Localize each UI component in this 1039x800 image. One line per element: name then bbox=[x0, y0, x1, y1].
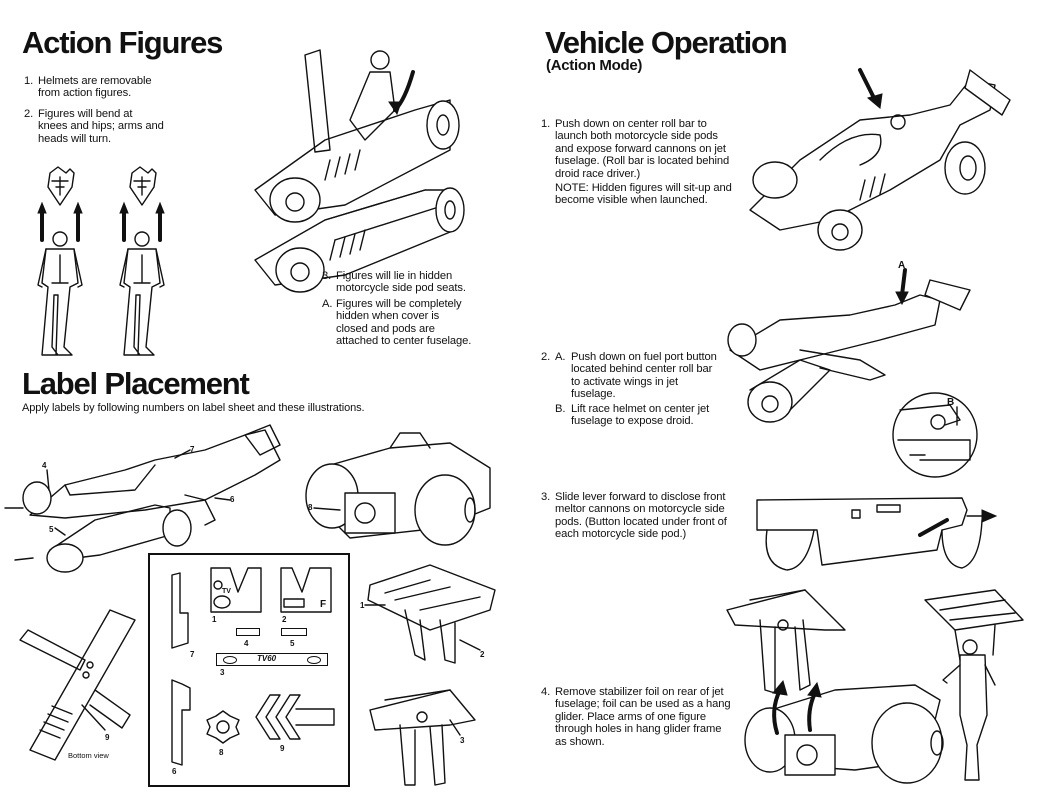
sticker-8 bbox=[206, 710, 240, 744]
callout-1: 1 bbox=[360, 601, 365, 610]
callout-5: 5 bbox=[49, 525, 54, 534]
step-3: 3. Slide lever forward to disclose front… bbox=[541, 491, 741, 549]
action-figures-list: 1. Helmets are removable from action fig… bbox=[24, 75, 184, 153]
stabilizer-foil-bottom-diagram: 3 bbox=[360, 685, 500, 790]
item-number: 1. bbox=[24, 75, 34, 87]
sticker-5-number: 5 bbox=[290, 639, 295, 648]
step-1: 1. Push down on center roll bar to launc… bbox=[541, 118, 736, 207]
racer-front-diagram: 8 bbox=[290, 428, 500, 548]
sticker-8-number: 8 bbox=[219, 748, 224, 757]
sticker-3-text: TV60 bbox=[257, 654, 277, 663]
action-figures-title: Action Figures bbox=[22, 25, 223, 60]
sticker-2-number: 2 bbox=[282, 615, 287, 624]
callout-6: 6 bbox=[230, 495, 235, 504]
vehicle-operation-subtitle: (Action Mode) bbox=[546, 57, 643, 74]
step-sub-text: Push down on fuel port button located be… bbox=[571, 351, 717, 401]
sticker-2 bbox=[280, 567, 332, 613]
callout-7: 7 bbox=[190, 445, 195, 454]
callout-2: 2 bbox=[480, 650, 485, 659]
step-4: 4. Remove stabilizer foil on rear of jet… bbox=[541, 686, 741, 756]
sticker-6 bbox=[170, 680, 192, 765]
item-text: Figures will lie in hidden motorcycle si… bbox=[336, 270, 466, 295]
open-side-pod bbox=[255, 50, 459, 222]
step-sub-letter: B. bbox=[555, 402, 566, 415]
callout-9: 9 bbox=[105, 733, 110, 742]
label-placement-title: Label Placement bbox=[22, 366, 250, 401]
step-text: Push down on center roll bar to launch b… bbox=[555, 118, 730, 180]
step-3-row: 3. Slide lever forward to disclose front… bbox=[541, 491, 741, 541]
item-text: Figures will be completely hidden when c… bbox=[336, 297, 472, 348]
diagram-label-a: A bbox=[898, 260, 905, 271]
sticker-1-number: 1 bbox=[212, 615, 217, 624]
step-text: Slide lever forward to disclose front me… bbox=[555, 491, 727, 541]
step-2-a-row: 2. A. Push down on fuel port button loca… bbox=[541, 351, 731, 401]
meltor-cannon-diagram bbox=[752, 490, 1012, 575]
sticker-5 bbox=[281, 628, 307, 636]
figure-hang-gliding bbox=[925, 590, 1023, 780]
label-sheet: 7 TV 1 F 2 4 5 TV60 3 6 bbox=[148, 553, 350, 787]
list-item: 1. Helmets are removable from action fig… bbox=[24, 75, 184, 100]
side-pods-notes: 3. Figures will lie in hidden motorcycle… bbox=[322, 270, 482, 355]
bottom-view-caption: Bottom view bbox=[68, 751, 109, 760]
step-2: 2. A. Push down on fuel port button loca… bbox=[541, 351, 731, 427]
sticker-9 bbox=[256, 693, 336, 741]
step-4-row: 4. Remove stabilizer foil on rear of jet… bbox=[541, 686, 741, 748]
item-number: 3. bbox=[322, 270, 332, 282]
sticker-7-number: 7 bbox=[190, 650, 195, 659]
step-number: 2. bbox=[541, 351, 551, 363]
wings-activation-diagram: A B bbox=[720, 260, 1030, 480]
sticker-1 bbox=[210, 567, 262, 613]
racer-action-mode-diagram bbox=[740, 60, 1020, 250]
step-body: Push down on center roll bar to launch b… bbox=[555, 118, 735, 207]
figure-right bbox=[120, 167, 164, 355]
removed-foil bbox=[727, 590, 845, 693]
closed-side-pod bbox=[255, 188, 464, 292]
item-text: Helmets are removable from action figure… bbox=[38, 75, 152, 100]
sticker-7 bbox=[170, 573, 190, 648]
sticker-9-number: 9 bbox=[280, 744, 285, 753]
sticker-6-number: 6 bbox=[172, 767, 177, 776]
vehicle-with-arrows bbox=[745, 681, 943, 783]
step-text: Remove stabilizer foil on rear of jet fu… bbox=[555, 686, 731, 748]
step-1-row: 1. Push down on center roll bar to launc… bbox=[541, 118, 736, 207]
side-pods-illustration bbox=[245, 40, 475, 280]
hang-glider-diagram bbox=[715, 585, 1035, 795]
callout-8: 8 bbox=[308, 503, 313, 512]
callout-3: 3 bbox=[460, 736, 465, 745]
step-sub-letter: A. bbox=[555, 351, 566, 363]
item-number: 2. bbox=[24, 107, 34, 120]
item-text: Figures will bend at knees and hips; arm… bbox=[38, 107, 164, 145]
step-note: NOTE: Hidden figures will sit-up and bec… bbox=[555, 182, 732, 207]
action-figures-illustration bbox=[30, 165, 200, 365]
callout-4: 4 bbox=[42, 461, 47, 470]
step-number: 1. bbox=[541, 118, 551, 130]
list-item: A. Figures will be completely hidden whe… bbox=[322, 298, 482, 348]
item-number: A. bbox=[322, 297, 333, 310]
sticker-3-number: 3 bbox=[220, 668, 225, 677]
bottom-view-diagram: 9 bbox=[10, 600, 150, 760]
sticker-2-text: F bbox=[320, 599, 327, 610]
list-item: 2. Figures will bend at knees and hips; … bbox=[24, 108, 184, 145]
step-2-b-row: B. Lift race helmet on center jet fusela… bbox=[541, 403, 731, 428]
sticker-4-number: 4 bbox=[244, 639, 249, 648]
step-sub-text: Lift race helmet on center jet fuselage … bbox=[571, 402, 710, 428]
diagram-label-b: B bbox=[947, 397, 954, 408]
sticker-1-text: TV bbox=[222, 588, 231, 595]
sticker-3-oval-left bbox=[223, 656, 237, 664]
sticker-3-oval-right bbox=[307, 656, 321, 664]
step-number: 3. bbox=[541, 491, 551, 503]
stabilizer-foil-top-diagram: 1 2 bbox=[360, 565, 500, 665]
sticker-3: TV60 bbox=[216, 653, 328, 666]
vehicle-operation-title: Vehicle Operation bbox=[545, 25, 788, 60]
vehicle-label-diagram: 4 7 6 5 bbox=[5, 420, 280, 560]
step-number: 4. bbox=[541, 686, 551, 698]
label-placement-subtitle: Apply labels by following numbers on lab… bbox=[22, 402, 365, 414]
list-item: 3. Figures will lie in hidden motorcycle… bbox=[322, 270, 482, 295]
sticker-4 bbox=[236, 628, 260, 636]
figure-left bbox=[38, 167, 82, 355]
